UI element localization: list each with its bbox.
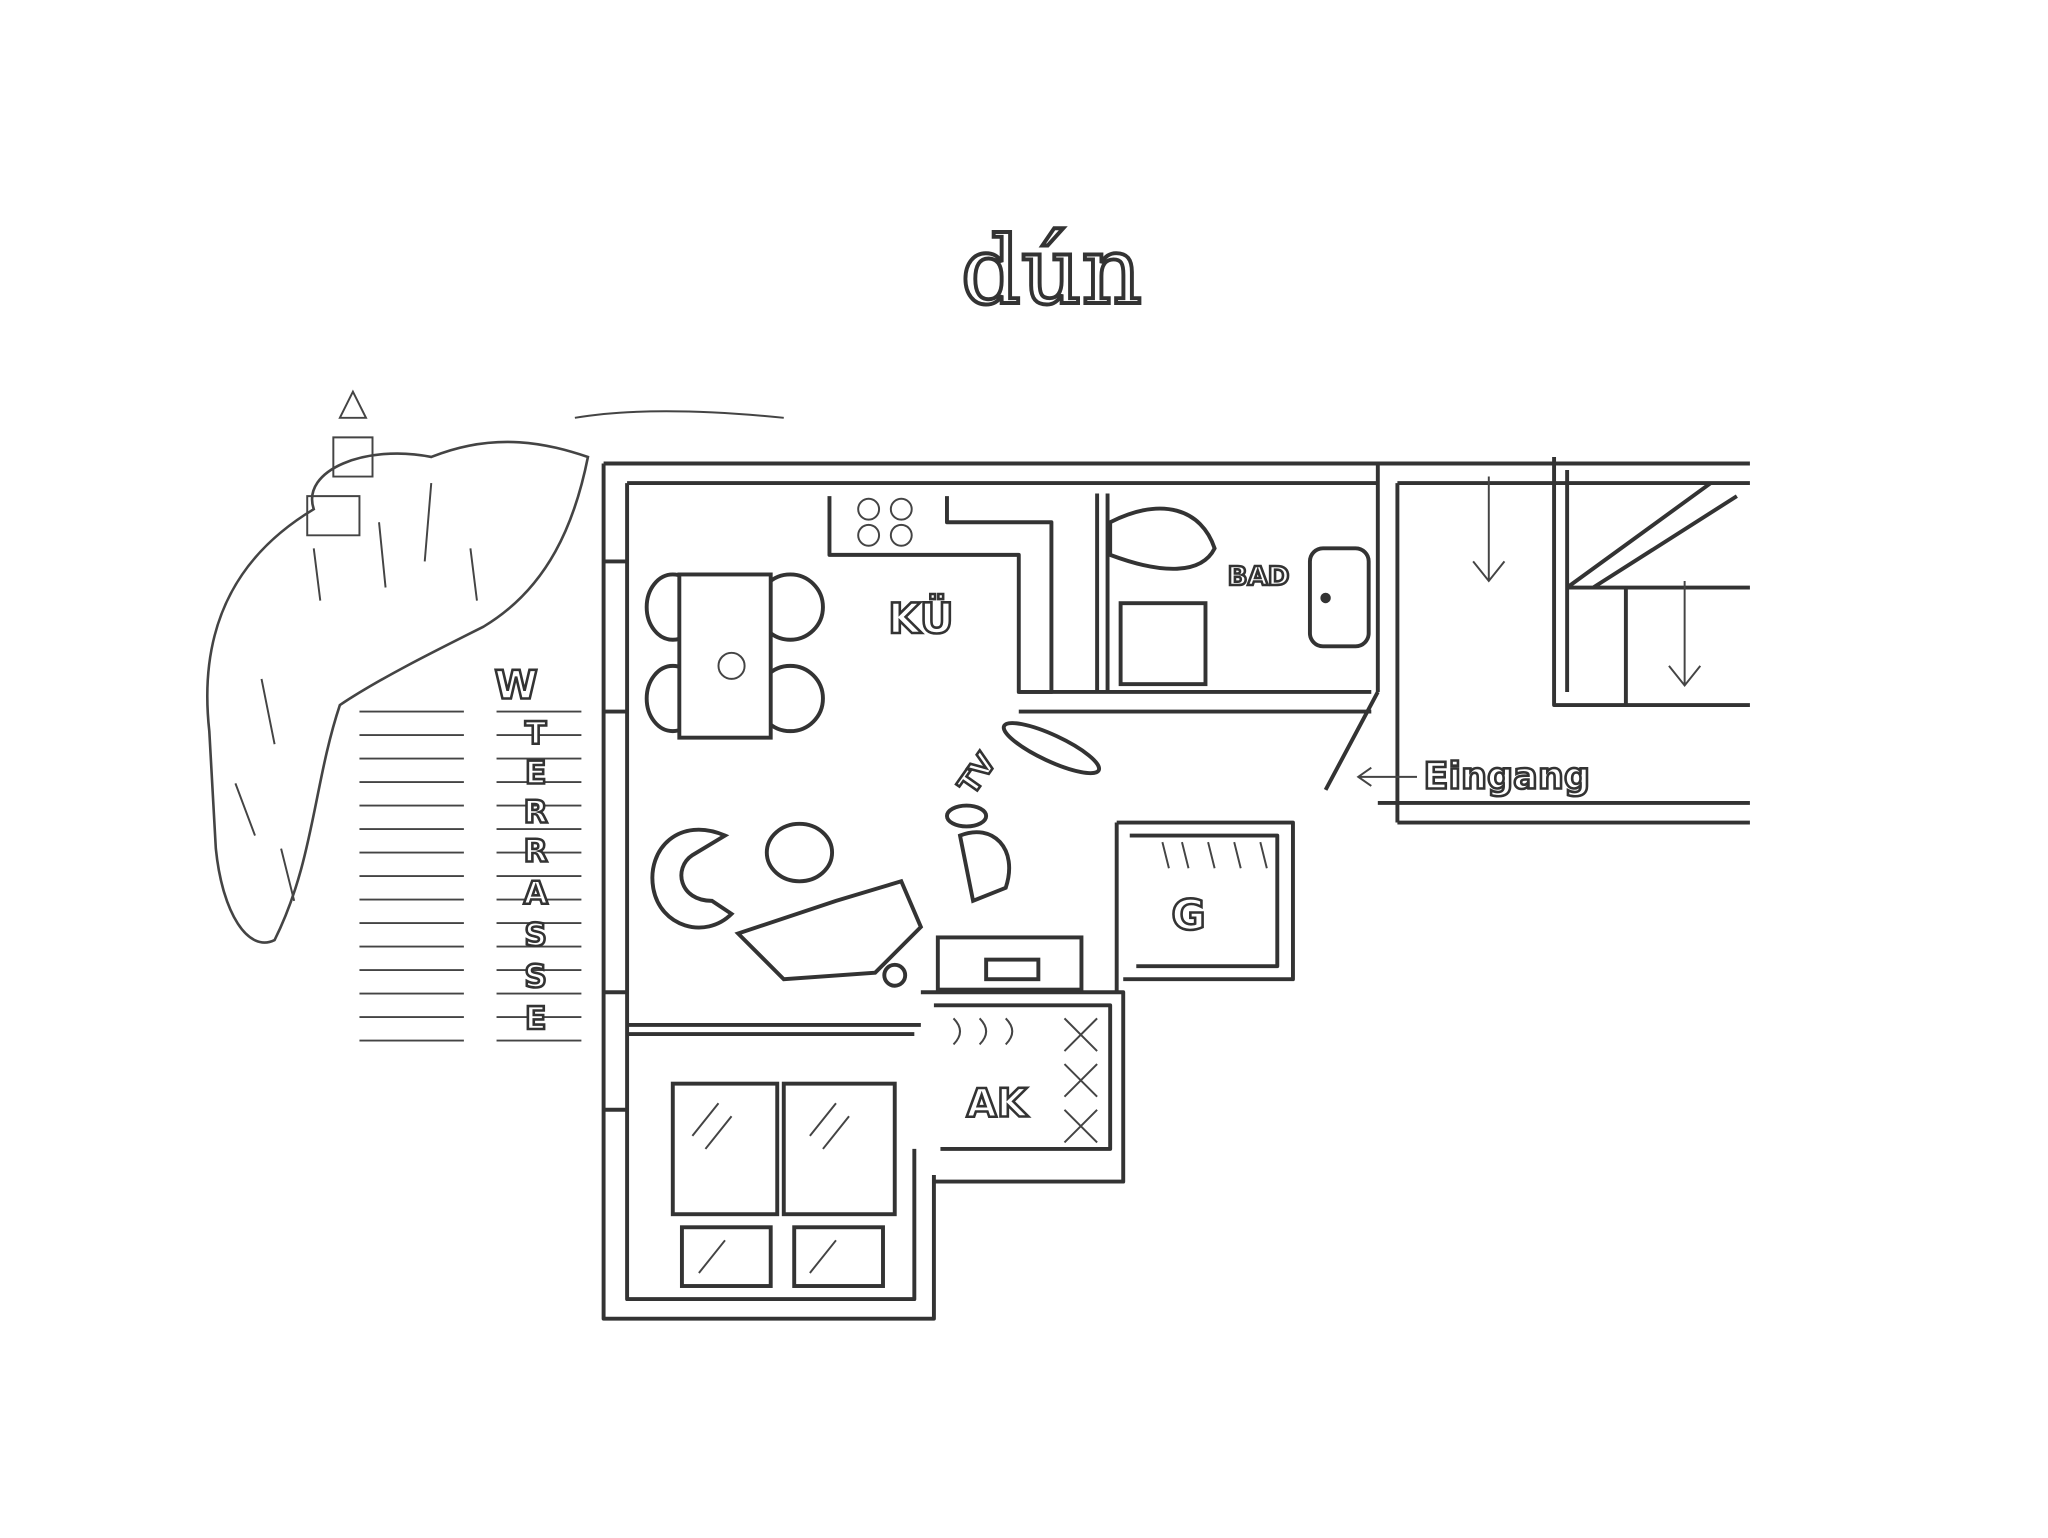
stove-burners-icon	[857, 497, 913, 547]
entrance-arrow-icon	[1356, 766, 1417, 787]
garden-trees	[206, 389, 784, 944]
terrace-w-label: W	[495, 663, 538, 708]
kitchen-counter	[827, 496, 1054, 694]
storage-label: G	[1171, 891, 1205, 940]
terrace-letter: R	[524, 834, 548, 870]
terrace-letter: E	[525, 755, 546, 791]
bath-label: BAD	[1228, 562, 1290, 592]
terrace-letter: S	[524, 959, 547, 995]
stair-arrows	[1472, 476, 1702, 688]
bathroom-fixtures	[1108, 506, 1371, 687]
terrace-decking	[359, 710, 582, 1042]
walls	[601, 456, 1750, 1321]
terrace-letter: S	[524, 917, 547, 953]
living-furniture	[650, 721, 1102, 992]
terrace-letter: E	[525, 1001, 546, 1037]
tv-label: TV	[951, 746, 1003, 800]
terrace-letter: T	[525, 716, 547, 752]
beds	[670, 1081, 897, 1288]
dining-table	[644, 572, 825, 740]
terrace-letter: R	[524, 795, 548, 831]
entrance-label: Eingang	[1424, 755, 1591, 798]
plan-title: dún	[961, 217, 1142, 326]
terrace-label: T E R R A S S E	[522, 715, 550, 1038]
closet-label: AK	[967, 1081, 1029, 1126]
kitchen-label: KÜ	[888, 593, 954, 643]
terrace-letter: A	[524, 875, 549, 911]
